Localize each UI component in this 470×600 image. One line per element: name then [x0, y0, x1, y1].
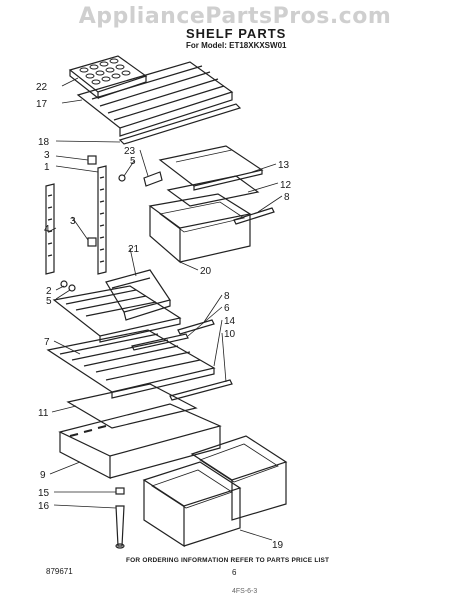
part-shelf-ladder-right — [97, 165, 107, 275]
callout-14: 14 — [224, 316, 236, 327]
part-stud-15 — [115, 487, 125, 495]
callout-10: 10 — [224, 329, 236, 340]
part-bin-21 — [105, 269, 171, 321]
callout-20: 20 — [200, 266, 212, 277]
callout-8-lower: 8 — [224, 291, 230, 302]
callout-3-lower: 3 — [70, 216, 76, 227]
document-id: 879671 — [46, 567, 73, 576]
part-screw-2 — [60, 280, 68, 288]
part-frame-12 — [166, 175, 260, 207]
callout-19: 19 — [272, 540, 284, 551]
part-rail-18 — [118, 103, 242, 145]
part-roller-16 — [115, 505, 125, 547]
part-clip-3-upper — [87, 155, 97, 165]
callout-5-lower: 5 — [46, 296, 52, 307]
callout-23: 23 — [124, 146, 136, 157]
part-clip-23 — [143, 171, 163, 187]
part-shelf-ladder-left — [45, 183, 55, 275]
part-drawer-upper — [148, 193, 252, 264]
callout-16: 16 — [38, 501, 50, 512]
part-wire-shelf-lower — [46, 329, 216, 399]
callout-7: 7 — [44, 337, 50, 348]
callout-1: 1 — [44, 162, 50, 173]
part-crisper-drawers — [142, 435, 288, 548]
callout-11: 11 — [38, 408, 49, 419]
callout-5-upper: 5 — [130, 156, 136, 167]
callout-15: 15 — [38, 488, 50, 499]
callout-4: 4 — [44, 224, 50, 235]
callout-9: 9 — [40, 470, 46, 481]
callout-2: 2 — [46, 286, 52, 297]
callout-6: 6 — [224, 303, 230, 314]
part-wire-shelf-top — [76, 61, 234, 137]
page-code: 4FS-6-3 — [232, 588, 258, 595]
part-screw-5-upper — [118, 174, 126, 182]
callout-3-upper: 3 — [44, 150, 50, 161]
page-number: 6 — [232, 568, 237, 577]
page-title: SHELF PARTS — [186, 26, 287, 41]
part-rail-8-lower — [177, 319, 215, 335]
ordering-note: FOR ORDERING INFORMATION REFER TO PARTS … — [126, 557, 330, 564]
part-glass-cover — [66, 383, 198, 429]
callout-12: 12 — [280, 180, 292, 191]
part-egg-tray — [68, 55, 148, 100]
part-glass-shelf — [158, 145, 264, 191]
part-screw-5-lower — [68, 284, 76, 292]
callout-17: 17 — [36, 99, 48, 110]
part-rail-6 — [131, 333, 189, 351]
part-crisper-frame — [58, 403, 222, 479]
part-rail-8-upper — [233, 207, 275, 225]
model-label: For Model: ET18XKXSW01 — [186, 41, 287, 50]
callout-8-upper: 8 — [284, 192, 290, 203]
part-rail-10 — [169, 379, 233, 401]
part-shelf-middle — [52, 285, 182, 343]
callout-18: 18 — [38, 137, 50, 148]
callout-22: 22 — [36, 82, 48, 93]
part-clip-3-lower — [87, 237, 97, 247]
callout-21: 21 — [128, 244, 140, 255]
callout-13: 13 — [278, 160, 290, 171]
watermark: AppliancePartsPros.com — [78, 4, 392, 29]
